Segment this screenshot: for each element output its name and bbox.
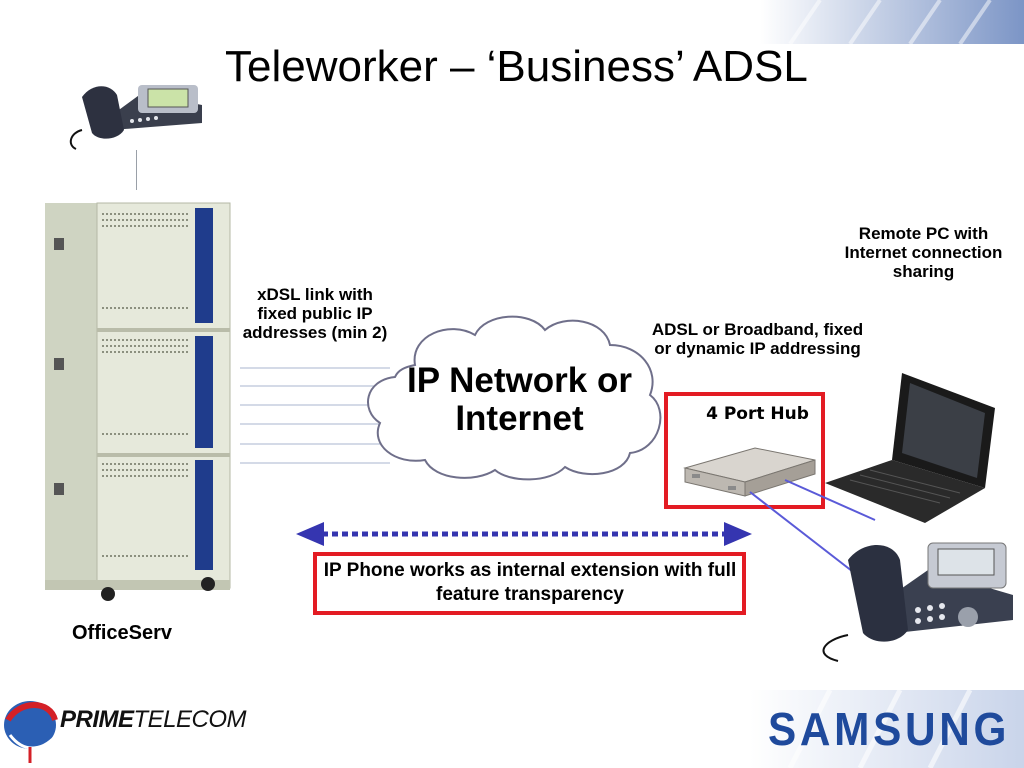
desk-phone-icon [69, 85, 202, 150]
samsung-decoration [750, 690, 1024, 768]
hub-highlight-box [664, 392, 825, 509]
ip-phone-note-box [313, 552, 746, 615]
officeserv-label: OfficeServ [72, 622, 173, 644]
prime-logo-part2: TELECOM [133, 706, 247, 733]
phone-wire [136, 150, 137, 190]
corner-decoration [760, 0, 1024, 44]
prime-logo-part1: PRIME [60, 706, 134, 733]
cloud-label: IP Network or Internet [407, 361, 632, 438]
server-cabinet-icon [45, 202, 231, 601]
cloud-icon [367, 315, 662, 481]
transparency-arrow [296, 522, 752, 546]
slide-title: Teleworker – ‘Business’ ADSL [225, 42, 808, 91]
ip-phone-note: IP Phone works as internal extension wit… [323, 560, 737, 605]
xdsl-link-label: xDSL link with fixed public IP addresses… [242, 285, 388, 342]
xdsl-lines [240, 367, 390, 464]
laptop-icon [825, 373, 995, 523]
remote-pc-label: Remote PC with Internet connection shari… [844, 224, 1003, 281]
hub-label: 4 Port Hub [706, 404, 809, 424]
hub-icon [683, 447, 816, 497]
adsl-broadband-label: ADSL or Broadband, fixed or dynamic IP a… [651, 320, 864, 358]
prime-telecom-logo: PRIMETELECOM [60, 706, 247, 734]
samsung-logo: SAMSUNG [768, 703, 1011, 755]
ip-phone-icon [822, 542, 1013, 662]
prime-telecom-logo-icon [4, 701, 60, 763]
